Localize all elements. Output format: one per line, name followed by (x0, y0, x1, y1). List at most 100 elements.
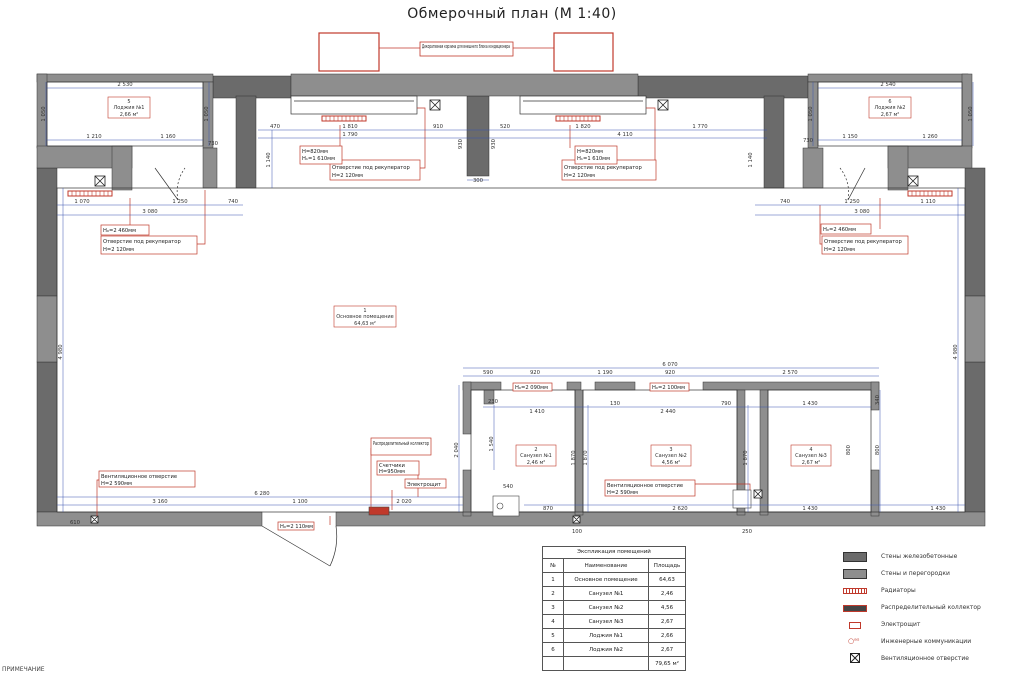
wall-partition (335, 511, 986, 527)
dim: 1 140 (748, 152, 754, 168)
room-area: 4,56 м² (662, 460, 681, 466)
wall-concrete (212, 75, 292, 99)
cell: 2,66 (648, 628, 686, 643)
dim: 740 (228, 199, 239, 205)
wall-partition (36, 73, 214, 83)
explication-caption: Экспликация помещений (542, 546, 686, 558)
cell: 3 (542, 600, 564, 615)
dimension-texts: 2 530 1 210 1 160 1 810 1 790 470 910 52… (70, 82, 946, 535)
recup-left: Отверстие под рекуператор (332, 165, 410, 171)
h820-right: Н=820мм (577, 149, 603, 155)
recup-bay-left-h: Н=2 120мм (103, 247, 134, 253)
recup-left-h: Н=2 120мм (332, 173, 363, 179)
cell: 4,56 (648, 600, 686, 615)
doors (154, 167, 866, 567)
room-area: 2,67 м² (881, 112, 900, 118)
wall-concrete (466, 95, 490, 177)
dim: 1 770 (692, 124, 708, 130)
dim: 3 080 (142, 209, 158, 215)
legend-label: Инженерные коммуникации (881, 638, 972, 645)
legend-item: Электрощит (843, 618, 1023, 635)
h1610-left: Н₁=1 610мм (302, 156, 335, 162)
legend-item: Распределительный коллектор (843, 601, 1023, 618)
cell: 2,67 (648, 642, 686, 657)
dim: 910 (433, 124, 444, 130)
wall-partition (887, 145, 909, 191)
wall-concrete (36, 361, 58, 513)
legend: Стены железобетонные Стены и перегородки… (843, 550, 1023, 669)
dim: 1 430 (802, 401, 818, 407)
h820-left: Н=820мм (302, 149, 328, 155)
wall-partition (462, 469, 472, 517)
dim: 520 (500, 124, 511, 130)
wall-partition (807, 73, 969, 83)
dim: 4 980 (953, 344, 959, 360)
dimension-texts-vertical: 1 050 1 050 1 050 1 050 1 140 1 140 930 … (41, 106, 974, 466)
dim: 540 (503, 484, 514, 490)
room-num: 2 (534, 447, 537, 453)
cell: 1 (542, 572, 564, 587)
wall-concrete (36, 167, 58, 297)
dim: 1 190 (597, 370, 613, 376)
collector-swatch-icon (843, 605, 867, 612)
dim: 1 410 (529, 409, 545, 415)
dim: 1 260 (922, 134, 938, 140)
page-title: Обмерочный план (М 1:40) (407, 6, 617, 22)
dim: 2 540 (880, 82, 896, 88)
vent-right: Вентиляционное отверстие (607, 483, 683, 489)
vent-hole-swatch-icon (850, 653, 860, 663)
vent-right-h: Н=2 590мм (607, 490, 638, 496)
room-name: Лоджия №2 (874, 105, 905, 111)
shaft-fixture (732, 489, 752, 509)
dim: 2 570 (782, 370, 798, 376)
wall-concrete (763, 95, 785, 189)
recup-bay-right-h: Н=2 120мм (824, 247, 855, 253)
legend-item: ○ᵃˢ Инженерные коммуникации (843, 635, 1023, 652)
radiator (67, 190, 113, 197)
door-loggia-1 (154, 167, 179, 201)
utilities-icon (496, 502, 504, 510)
dim: 340 (875, 394, 881, 405)
h2090-text: Н₀=2 090мм (515, 385, 548, 391)
room-label-texts: 1 Основное помещение 64,63 м² 2 Санузел … (113, 99, 905, 466)
ac-baskets (318, 32, 614, 72)
dim: 1 870 (743, 450, 749, 466)
loggia-2-outline (817, 81, 963, 147)
dim: 1 540 (489, 436, 495, 452)
col-header: Площадь (648, 558, 686, 573)
cell: 2,67 (648, 614, 686, 629)
loggia-1-outline (46, 81, 204, 147)
bath-3-outline (767, 389, 872, 513)
dim: 1 140 (266, 152, 272, 168)
footer-note: ПРИМЕЧАНИЕ (2, 666, 45, 673)
dim: 1 050 (41, 106, 47, 122)
concrete-wall-swatch-icon (843, 552, 867, 562)
wall-partition (964, 295, 986, 363)
cell: Санузел №2 (563, 600, 649, 615)
dim: 6 280 (254, 491, 270, 497)
legend-item: Радиаторы (843, 584, 1023, 601)
partition-wall-swatch-icon (843, 569, 867, 579)
callout-boxes (98, 145, 909, 531)
cell: Санузел №1 (563, 586, 649, 601)
room-name: Лоджия №1 (113, 105, 144, 111)
room-name: Санузел №1 (520, 453, 552, 459)
dim: 920 (530, 370, 541, 376)
dim: 1 210 (86, 134, 102, 140)
cell: Основное помещение (563, 572, 649, 587)
meters-text: Счетчики (379, 463, 405, 469)
entrance-door (261, 525, 331, 567)
dim: 930 (491, 138, 497, 149)
legend-item: Стены и перегородки (843, 567, 1023, 584)
dim: 130 (610, 401, 621, 407)
cell: 6 (542, 642, 564, 657)
wall-partition (802, 147, 824, 189)
dim: 730 (803, 138, 814, 144)
recup-bay-right: Отверстие под рекуператор (824, 239, 902, 245)
dim: 4 980 (58, 344, 64, 360)
legend-label: Электрощит (881, 621, 921, 628)
ac-basket-left (318, 32, 380, 72)
